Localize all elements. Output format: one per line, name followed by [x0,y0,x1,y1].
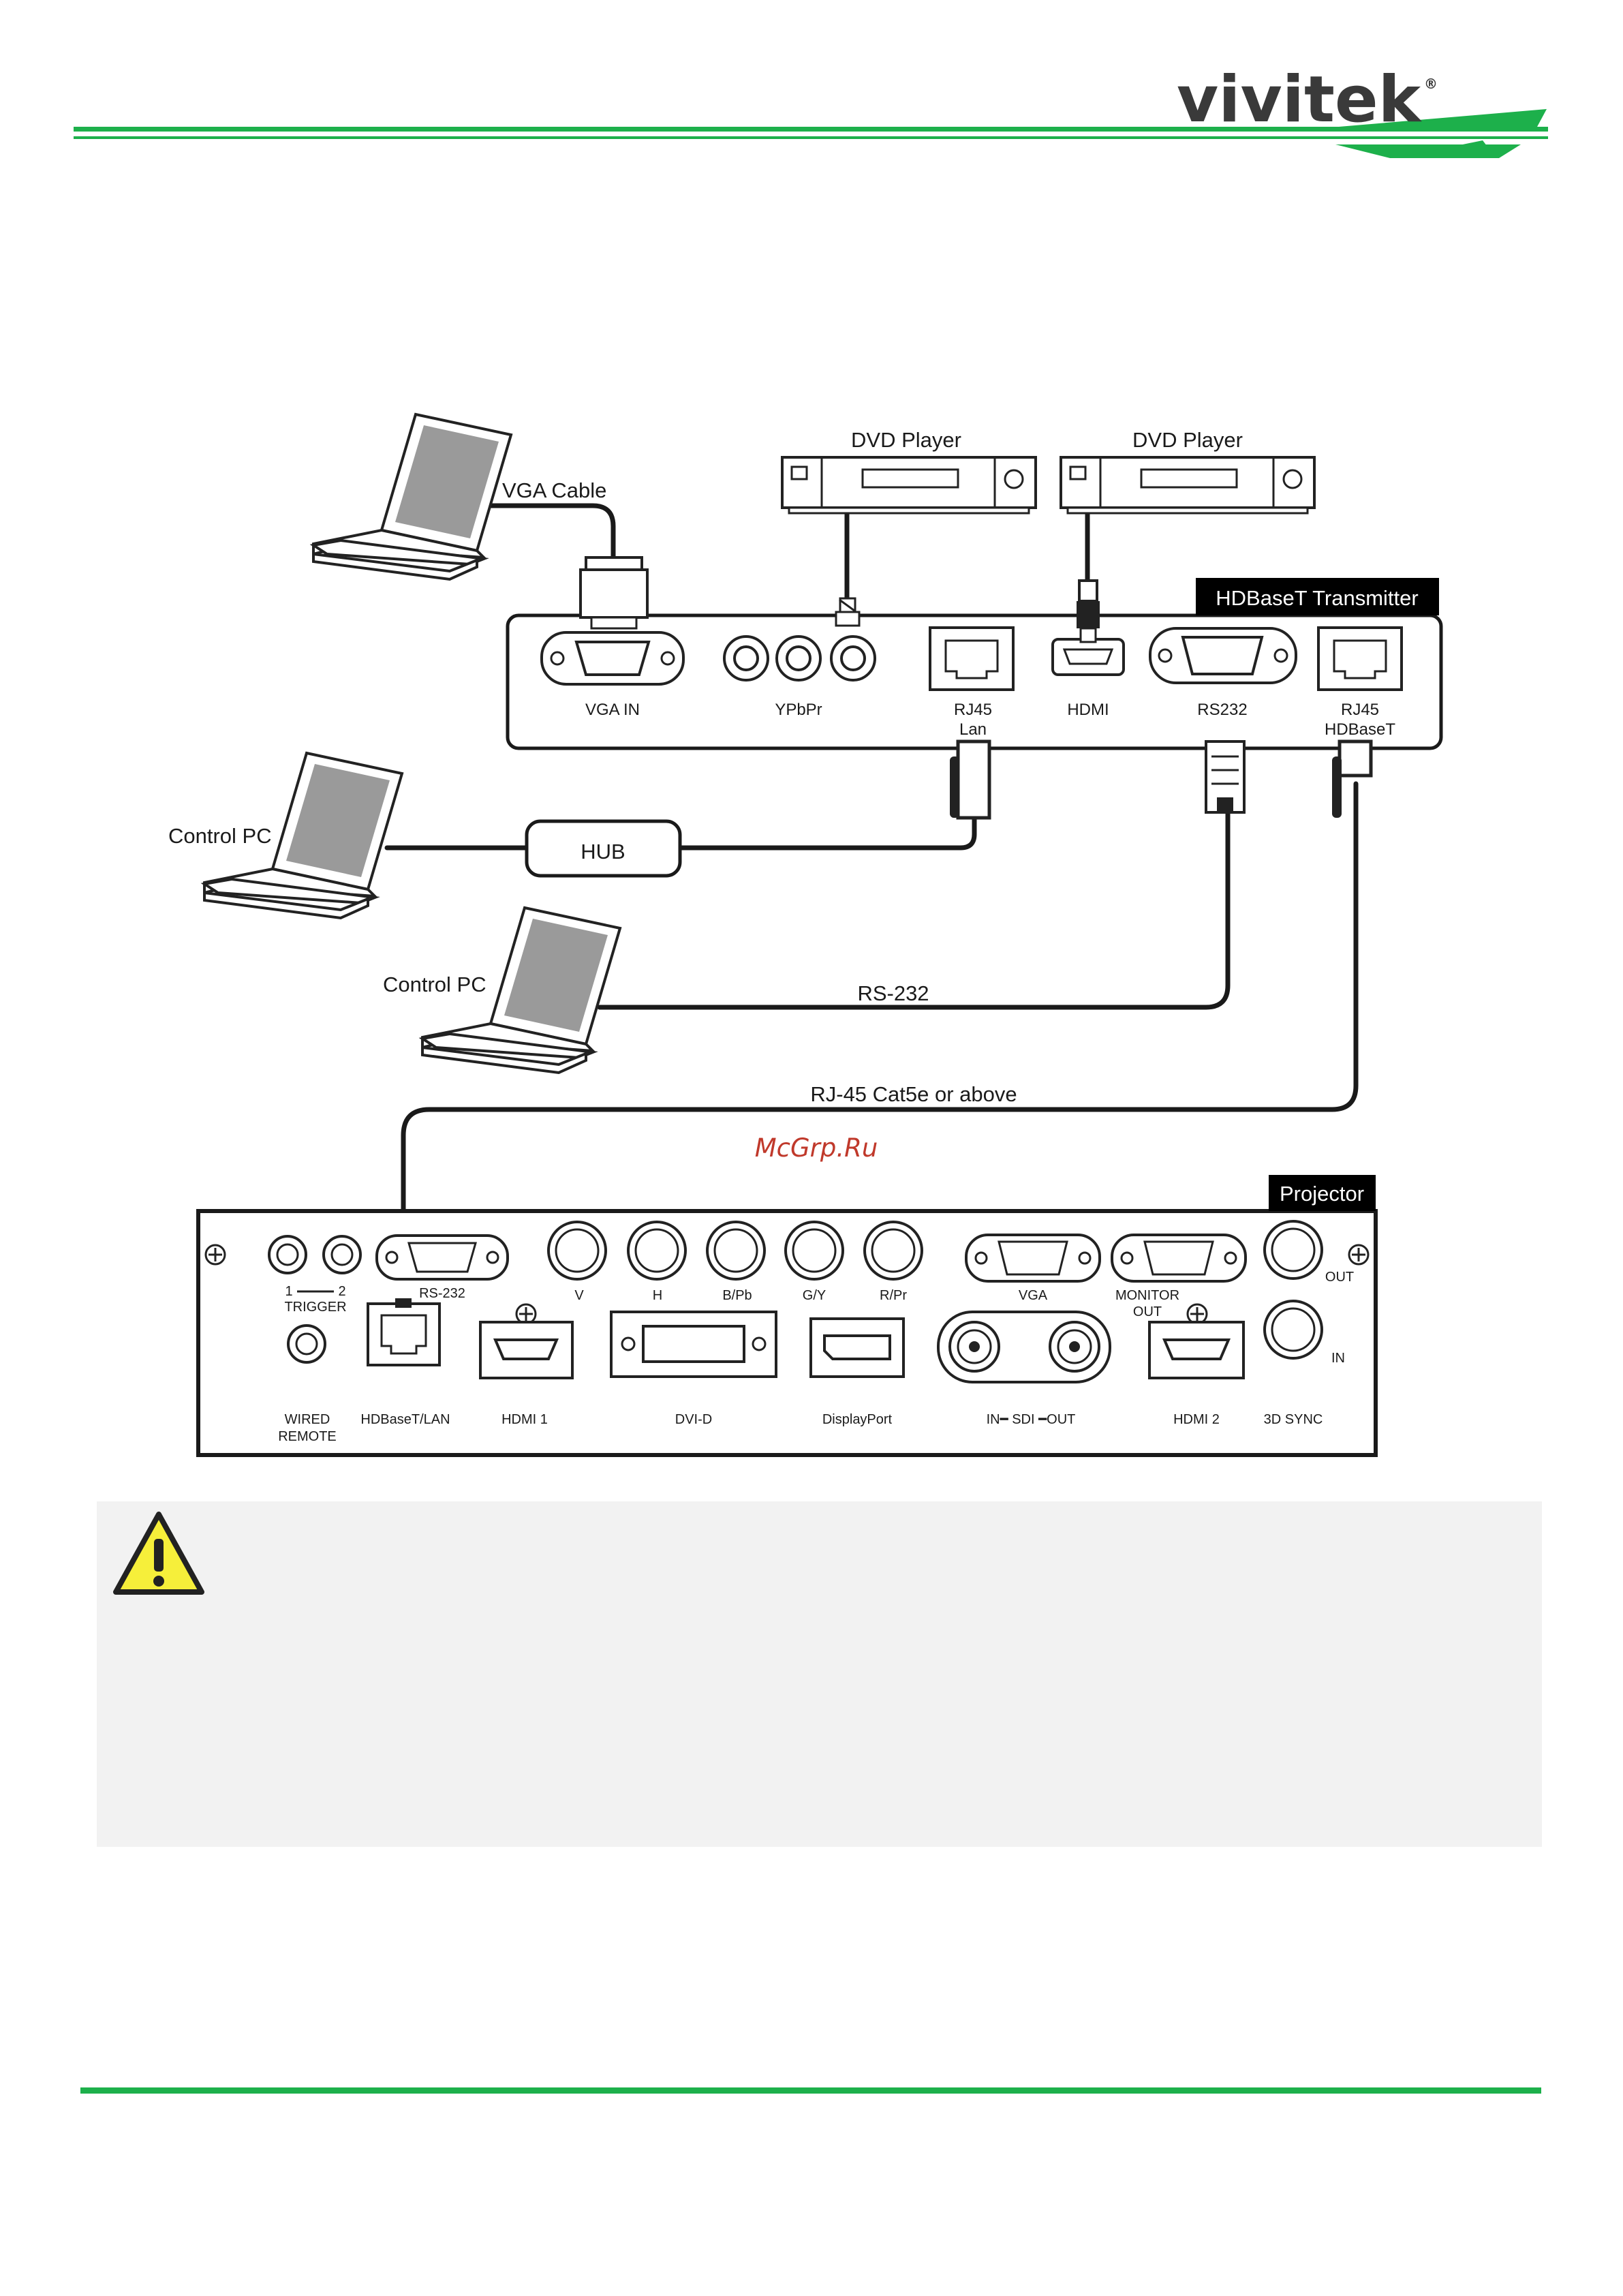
rj45-lan-label-2: Lan [959,720,987,739]
trigger-2-label: 2 [338,1284,345,1299]
lan-cable-line-2 [677,812,977,851]
laptop-vga [309,412,513,581]
hdmi-plug [1077,579,1100,643]
monitor-out-label-2: OUT [1133,1304,1162,1319]
cables [384,503,1359,1325]
sync3d-label: 3D SYNC [1264,1412,1323,1427]
h-label: H [653,1288,662,1303]
gy-label: G/Y [803,1288,826,1303]
projector-rs232-label: RS-232 [419,1286,465,1301]
trigger-1-label: 1 [285,1284,292,1299]
hub-box [525,819,682,878]
watermark: McGrp.Ru [755,1133,878,1163]
rs232-cable-label: RS-232 [857,981,929,1005]
vga-plug [579,556,649,630]
brand-logo: vivitek [1177,63,1423,137]
hdmi2-label: HDMI 2 [1173,1412,1220,1427]
rpr-label: R/Pr [880,1288,907,1303]
monitor-out-label-1: MONITOR [1115,1288,1179,1303]
sync-in-label: IN [1331,1351,1345,1366]
cat5-projector-plug [395,1298,412,1308]
hub-label: HUB [581,840,625,863]
transmitter-title: HDBaseT Transmitter [1216,586,1418,610]
displayport-label: DisplayPort [822,1412,893,1427]
screw-left [204,1244,226,1266]
hdbaset-transmitter: HDBaseT Transmitter VGA IN YPbPr RJ45 La… [506,578,1443,750]
caution-box [97,1501,1542,1847]
rj45-hdbaset-label-2: HDBaseT [1325,720,1395,739]
rca-plug [835,597,861,627]
hdmi-label: HDMI [1067,701,1109,719]
transmitter-title-tag [1196,578,1439,615]
laptop-control-lan [200,751,404,920]
cat5-cable-label: RJ-45 Cat5e or above [810,1082,1017,1106]
control-pc-label-2: Control PC [383,973,486,996]
dvd-player-right [1060,456,1316,515]
bpb-label: B/Pb [722,1288,752,1303]
footer-line [80,2087,1541,2094]
projector-title: Projector [1280,1182,1364,1206]
cat5-cable-line [401,781,1359,1325]
rj45-hdbaset-plug [1332,739,1373,818]
dvd-player-right-label: DVD Player [1132,428,1243,452]
ypbpr-label: YPbPr [775,701,822,719]
hdbaset-lan-label: HDBaseT/LAN [360,1412,450,1427]
vga-cable-label: VGA Cable [502,478,606,502]
rj45-lan-plug [950,739,991,820]
registered-mark: ® [1424,76,1438,92]
projector-vga-label: VGA [1019,1288,1048,1303]
rj45-lan-label-1: RJ45 [954,701,992,719]
rs232-plug [1205,740,1246,814]
control-pc-label: Control PC [168,824,272,848]
vga-cable-line [488,503,616,560]
sync-out-label: OUT [1325,1270,1354,1285]
dvd-player-left-label: DVD Player [851,428,961,452]
trigger-label: TRIGGER [284,1300,346,1315]
wired-remote-label-2: REMOTE [278,1429,337,1444]
dvd-player-left [781,456,1037,515]
v-label: V [574,1288,584,1303]
warning-triangle-icon [113,1512,204,1595]
hdmi1-label: HDMI 1 [501,1412,548,1427]
rs232-label: RS232 [1197,701,1247,719]
sdi-label: IN━ SDI ━OUT [987,1412,1076,1427]
screw-right [1348,1244,1370,1266]
projector-title-tag [1269,1175,1376,1211]
rs232-cable-line [597,805,1231,1010]
header: vivitek ® [74,63,1548,158]
wired-remote-label-1: WIRED [285,1412,330,1427]
laptop-control-rs232 [418,906,622,1075]
dvid-label: DVI-D [675,1412,712,1427]
vga-in-label: VGA IN [585,701,640,719]
projector-panel: Projector 1 2 TRIGGER WIRED REMOTE [196,1175,1378,1457]
rj45-hdbaset-label-1: RJ45 [1341,701,1379,719]
